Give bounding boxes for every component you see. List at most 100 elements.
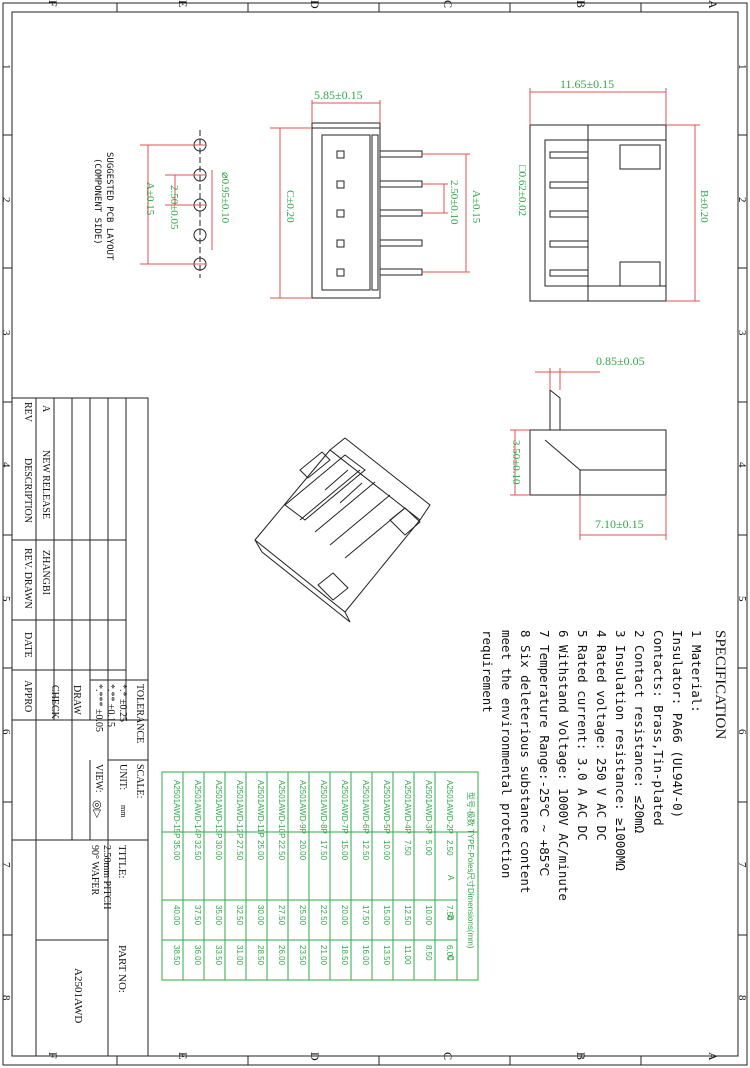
bottom-view [510, 368, 667, 540]
dimtable-value-cell: 35.00 [172, 840, 181, 861]
dim-front-width: 5.85±0.15 [314, 88, 363, 102]
dimtable-value-cell: 21.00 [319, 945, 328, 966]
projection-symbol-icon: ◎▷ [91, 800, 103, 819]
tb-unit-label: UNIT: [117, 764, 128, 791]
tb-drawn-value: ZHANGBI [40, 550, 51, 595]
tb-date-header: DATE [22, 632, 33, 658]
dimtable-type-cell: A2501AWD-3P [424, 780, 433, 834]
col-number-5: 5 [0, 596, 12, 602]
col-number-7-right: 7 [736, 862, 748, 868]
dimtable-value-cell: 40.00 [172, 905, 181, 926]
dimtable-type-cell: A2501AWD-7P [340, 780, 349, 834]
col-number-6-right: 6 [736, 729, 748, 735]
dim-pcb-a: A±0.15 [144, 182, 156, 216]
titleblock-grid [11, 397, 149, 1057]
tb-scale-label: SCALE: [134, 764, 145, 799]
tb-tol-2: *.** ±0.15 [105, 684, 116, 727]
col-number-2: 2 [0, 197, 12, 203]
row-letter-d: D [308, 0, 322, 9]
tb-title-line1: 2.50mm PITCH [101, 845, 112, 910]
tb-appro-header: APPRO [22, 680, 33, 713]
col-number-4: 4 [0, 462, 12, 468]
col-number-2-right: 2 [736, 197, 748, 203]
dimtable-type-cell: A2501AWD-9P [298, 780, 307, 834]
dimtable-header-dim: 尺寸Dimensions(mm) [466, 872, 475, 949]
tb-check-label: CHECK [49, 685, 60, 719]
spec-line-4: 2 Contact resistance: ≤20mΩ [632, 630, 647, 834]
dimtable-value-cell: 27.50 [235, 840, 244, 861]
spec-line-9: 7 Temperature Range:-25℃ ~ +85℃ [537, 630, 552, 877]
spec-line-3: Contacts: Brass,Tin-plated [651, 630, 666, 826]
dimtable-type-cell: A2501AWD-14P [193, 780, 202, 839]
tb-draw-label: DRAW [71, 685, 82, 715]
col-number-3: 3 [0, 330, 12, 336]
spec-line-12: requirement [480, 630, 495, 713]
dimtable-value-cell: 30.00 [256, 905, 265, 926]
dimtable-type-cell: A2501AWD-10P [277, 780, 286, 839]
spec-line-2: Insulator: PA66 (UL94V-0) [670, 630, 685, 819]
tb-part-value: A2501AWD [72, 968, 84, 1024]
pcb-layout-subtitle: (COMPONENT SIDE) [92, 158, 102, 245]
dim-bottom-height: 3.50±0.10 [510, 440, 522, 485]
spec-heading: SPECIFICATION [712, 630, 728, 740]
dim-front-c: C±0.20 [284, 190, 296, 223]
dimtable-value-cell: 31.00 [235, 945, 244, 966]
dimtable-value-cell: 20.00 [298, 840, 307, 861]
front-view [270, 100, 470, 299]
spec-line-10: 8 Six deleterious substance content [518, 630, 533, 894]
row-letter-e-bottom: E [176, 1052, 190, 1060]
dimtable-value-cell: 32.50 [235, 905, 244, 926]
dimtable-value-cell: 32.50 [193, 840, 202, 861]
row-letter-f-bottom: F [46, 1052, 60, 1059]
dimtable-type-cell: A2501AWD-13P [214, 780, 223, 839]
spec-line-11: meet the environmental protection [499, 630, 514, 879]
dimtable-value-cell: 33.50 [214, 945, 223, 966]
dim-bottom-pin: 0.85±0.05 [596, 354, 645, 368]
dimtable-value-cell: 10.00 [382, 840, 391, 861]
pcb-layout-title: SUGGESTED PCB LAYOUT [104, 152, 114, 261]
isometric-view [254, 437, 431, 623]
row-letter-b-bottom: B [574, 1052, 588, 1061]
spec-line-8: 6 Withstand Voltage: 1000V AC/minute [556, 630, 571, 901]
side-view [529, 88, 700, 302]
dimtable-value-cell: 17.50 [361, 905, 370, 926]
col-number-4-right: 4 [736, 462, 748, 468]
dimtable-value-cell: 15.00 [382, 905, 391, 926]
tb-rev-value: A [40, 405, 51, 413]
tb-title-line2: 90° WAFER [89, 845, 100, 896]
col-number-6: 6 [0, 729, 12, 735]
row-letter-e: E [176, 0, 190, 8]
dimtable-col-a: A [446, 875, 455, 881]
tb-rev-header: REV [22, 402, 33, 422]
spec-line-6: 4 Rated voltage: 250 V AC DC [594, 630, 609, 841]
pcb-layout-view [140, 130, 213, 278]
spec-line-7: 5 Rated current: 3.0 A AC DC [575, 630, 590, 841]
dimtable-value-cell: 27.50 [277, 905, 286, 926]
dimtable-value-cell: 16.00 [361, 945, 370, 966]
dimtable-header-type: 型号-极数 TYPE-Poles [466, 792, 475, 873]
dimtable-value-cell: 8.50 [424, 945, 433, 961]
tb-title-label: TITLE: [116, 845, 128, 879]
dimtable-value-cell: 17.50 [319, 840, 328, 861]
row-letter-f: F [46, 0, 60, 7]
dimtable-type-cell: A2501AWD-6P [361, 780, 370, 834]
col-number-8: 8 [0, 995, 12, 1001]
spec-line-1: 1 Material: [689, 630, 704, 713]
dimtable-type-cell: A2501AWD-12P [235, 780, 244, 839]
dimtable-type-cell: A2501AWD-5P [382, 780, 391, 834]
col-number-1-right: 1 [736, 64, 748, 70]
dimtable-value-cell: 22.50 [319, 905, 328, 926]
col-number-1: 1 [0, 64, 12, 70]
dimtable-type-cell: A2501AWD-15P [172, 780, 181, 839]
dimtable-value-cell: 11.00 [403, 945, 412, 965]
dimtable-value-cell: 25.00 [256, 840, 265, 861]
dimtable-value-cell: 37.50 [193, 905, 202, 926]
row-letter-a-bottom: A [706, 1052, 720, 1061]
tb-part-label: PART NO: [116, 945, 128, 993]
dim-side-width: 11.65±0.15 [560, 77, 615, 91]
dimtable-value-cell: 5.00 [424, 840, 433, 856]
dimtable-value-cell: 6.00 [445, 945, 454, 961]
tb-unit-value: mm [119, 805, 128, 818]
